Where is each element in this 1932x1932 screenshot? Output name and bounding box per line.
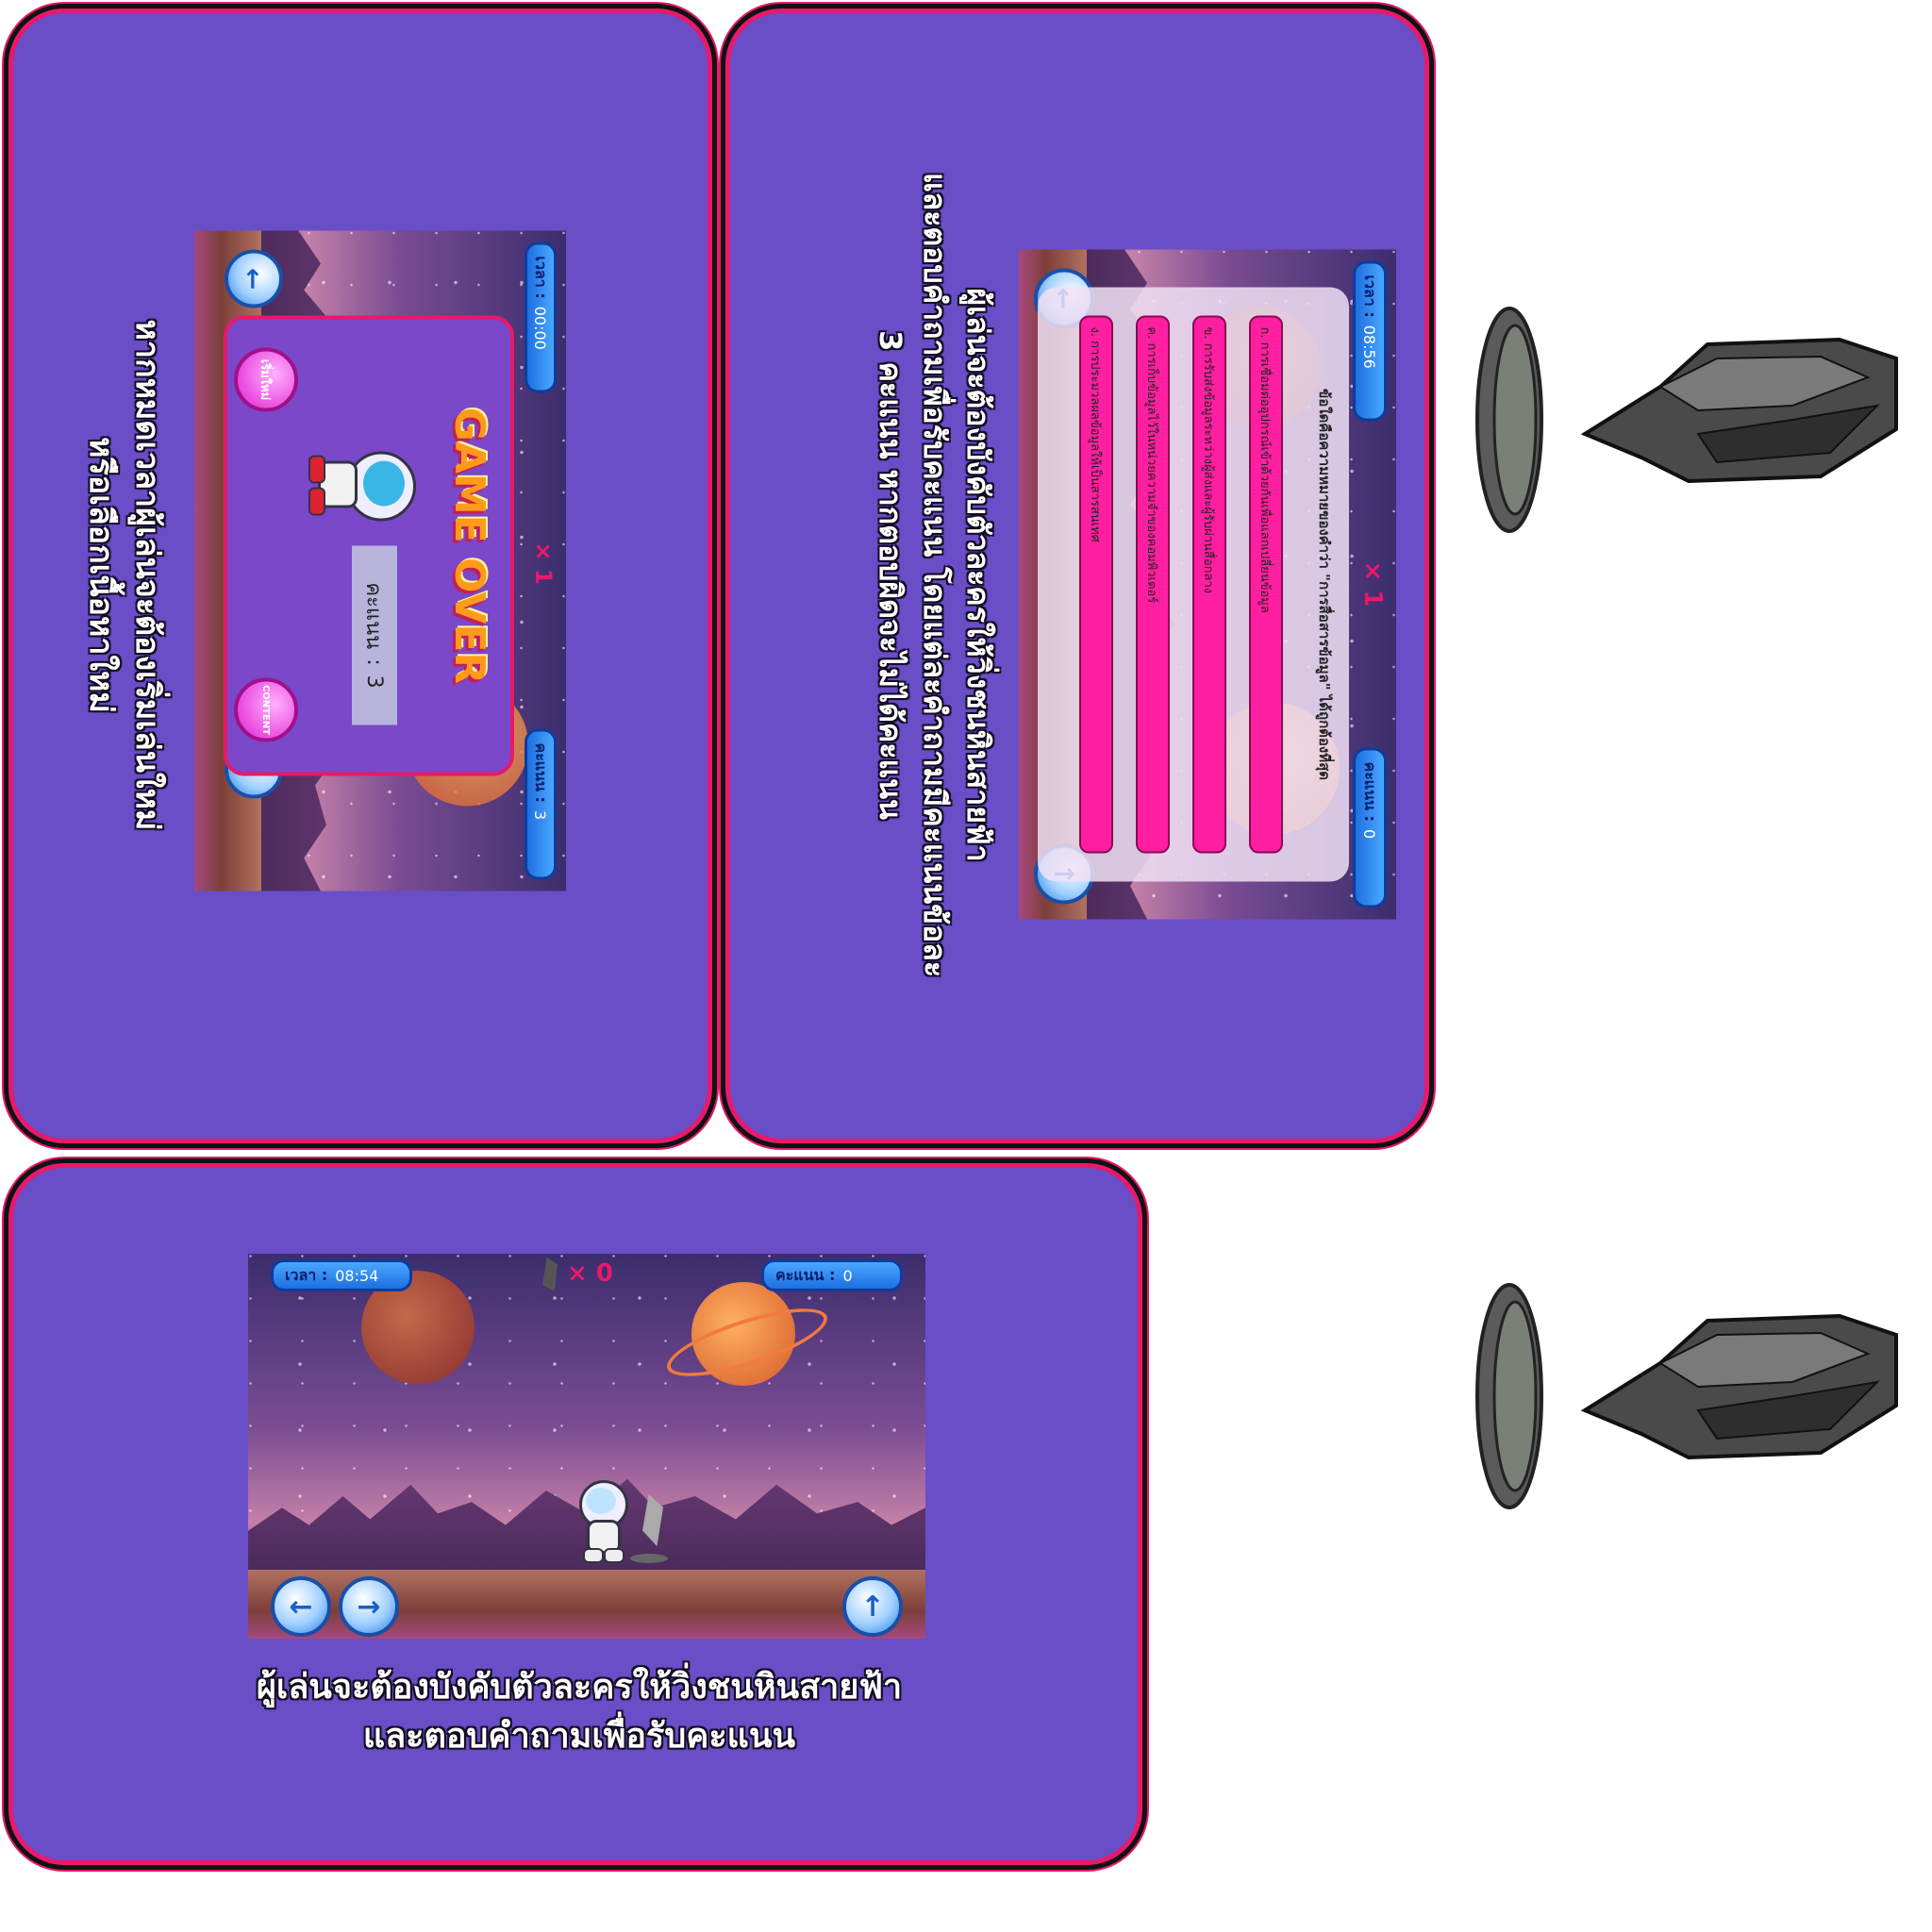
gameover-caption: หากหมดเวลาผู้เล่นจะต้องเริ่มเล่นใหม่ หรื…: [81, 319, 166, 830]
time-display: เวลา :08:54: [271, 1259, 412, 1291]
gameover-title: GAME OVER: [445, 407, 493, 684]
quiz-rotated-content: เวลา :08:56 คะแนน :0 × 1 ← ↑ ข้อใดคือควา…: [725, 8, 1429, 1143]
score-display: คะแนน :3: [525, 728, 557, 879]
quiz-caption: ผู้เล่นจะต้องบังคับตัวละครให้วิ่งชนหินสา…: [873, 172, 996, 977]
side-art-bottom: [1475, 1283, 1898, 1509]
coin-item[interactable]: [630, 1554, 668, 1563]
question-text: ข้อใดคือความหมายของคำว่า "การสื่อสารข้อม…: [1316, 388, 1333, 780]
coin-icon: [1475, 307, 1543, 533]
side-art-top: [1475, 307, 1898, 533]
coin-icon: [1475, 1283, 1543, 1509]
rock-counter: × 1: [530, 541, 557, 585]
rock-counter: × 1: [1358, 560, 1387, 607]
up-arrow-icon[interactable]: ↑: [842, 1576, 903, 1637]
quiz-screenshot: เวลา :08:56 คะแนน :0 × 1 ← ↑ ข้อใดคือควา…: [1019, 249, 1396, 919]
quiz-card: เวลา :08:56 คะแนน :0 × 1 ← ↑ ข้อใดคือควา…: [721, 4, 1434, 1148]
lightning-rock-icon: [542, 1257, 558, 1291]
final-score-box: คะแนน:3: [352, 545, 397, 724]
astronaut-character: [308, 441, 416, 526]
answer-option-4[interactable]: ง. การประมวลผลข้อมูลให้เป็นสารสนเทศ: [1079, 315, 1113, 853]
time-display: เวลา :08:56: [1353, 260, 1387, 421]
content-button[interactable]: CONTENT: [234, 677, 298, 741]
ringed-planet: [691, 1282, 795, 1386]
left-arrow-icon[interactable]: ←: [271, 1576, 331, 1637]
lightning-rock-icon: [1580, 337, 1898, 484]
restart-button[interactable]: เริ่มใหม่: [234, 347, 298, 411]
astronaut-character: [574, 1480, 630, 1565]
lightning-rock[interactable]: [642, 1494, 663, 1546]
gameplay-caption: ผู้เล่นจะต้องบังคับตัวละครให้วิ่งชนหินสา…: [256, 1668, 903, 1757]
gameover-dialog: GAME OVER คะแนน:3 เริ่มใหม่ CONTENT: [224, 315, 514, 775]
time-display: เวลา :00:00: [525, 242, 557, 392]
answer-option-2[interactable]: ข. การรับส่งข้อมูลระหว่างผู้ส่งและผู้รับ…: [1192, 315, 1226, 853]
gameover-screenshot: เวลา :00:00 คะแนน :3 × 1 ← ↑ GAME OVER: [194, 230, 566, 891]
question-dialog: ข้อใดคือความหมายของคำว่า "การสื่อสารข้อม…: [1038, 287, 1349, 881]
lightning-rock-icon: [1580, 1313, 1898, 1460]
rock-counter: × 0: [567, 1259, 613, 1288]
gameover-card: เวลา :00:00 คะแนน :3 × 1 ← ↑ GAME OVER: [4, 4, 717, 1148]
gameplay-card: เวลา :08:54 คะแนน :0 × 0 ← → ↑ ผู้เล่นจะ…: [4, 1158, 1147, 1870]
right-arrow-icon[interactable]: →: [339, 1576, 399, 1637]
score-display: คะแนน :0: [761, 1259, 903, 1291]
score-display: คะแนน :0: [1353, 747, 1387, 908]
left-arrow-icon[interactable]: ←: [225, 249, 283, 308]
gameover-rotated-content: เวลา :00:00 คะแนน :3 × 1 ← ↑ GAME OVER: [8, 8, 712, 1143]
answer-option-1[interactable]: ก. การเชื่อมต่ออุปกรณ์เข้าด้วยกันเพื่อแล…: [1249, 315, 1283, 853]
answer-option-3[interactable]: ค. การเก็บข้อมูลไว้ในหน่วยความจำของคอมพิ…: [1136, 315, 1170, 853]
gameplay-screenshot: เวลา :08:54 คะแนน :0 × 0 ← → ↑: [248, 1254, 925, 1639]
